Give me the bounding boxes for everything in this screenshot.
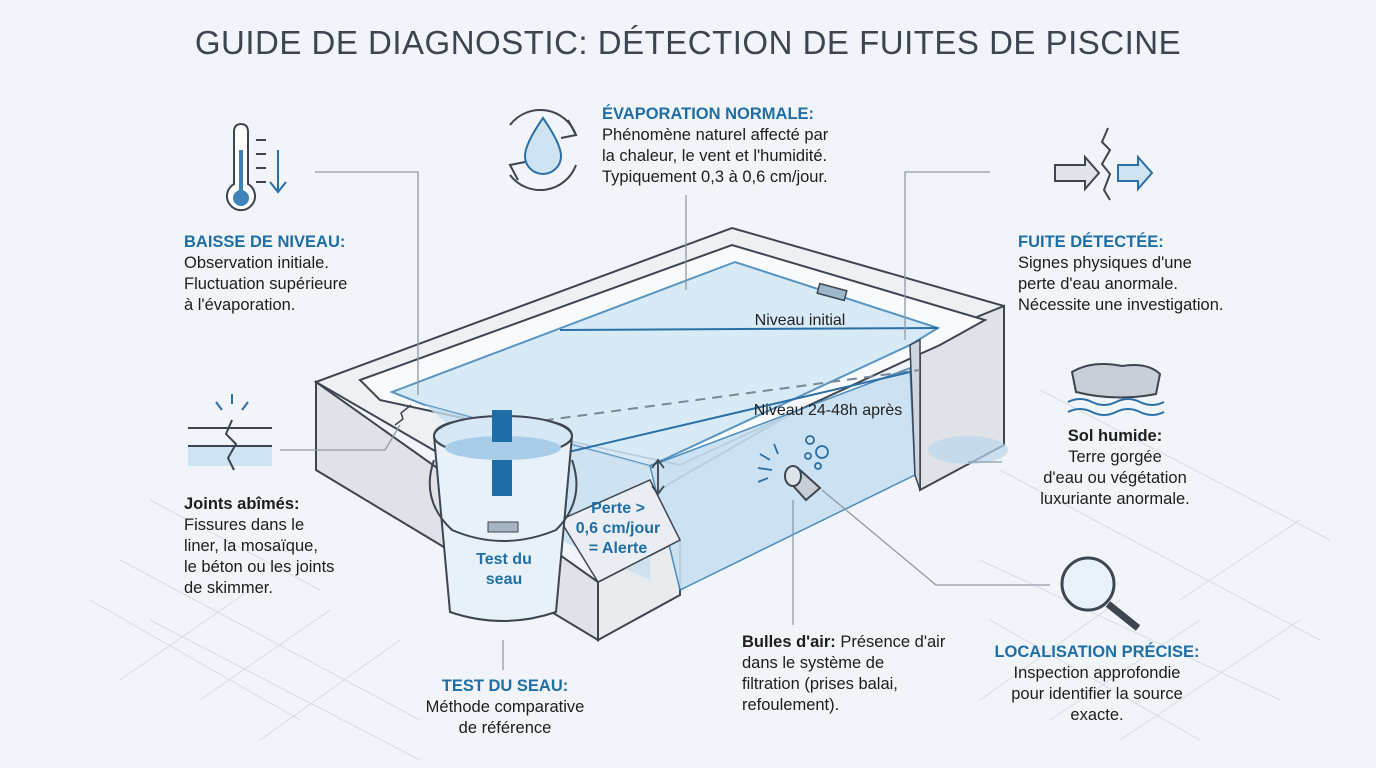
callout-joints: Joints abîmés: Fissures dans le liner, l…: [184, 494, 374, 599]
callout-sol: Sol humide: Terre gorgée d'eau ou végéta…: [1010, 426, 1220, 510]
wall-crack: [394, 404, 412, 426]
callout-baisse: BAISSE DE NIVEAU: Observation initiale. …: [184, 232, 404, 316]
callout-heading: Joints abîmés:: [184, 495, 300, 513]
pool-structure: [313, 226, 1008, 642]
crack-icon: [188, 394, 272, 471]
page-title: GUIDE DE DIAGNOSTIC: DÉTECTION DE FUITES…: [194, 24, 1182, 61]
callout-evaporation: ÉVAPORATION NORMALE: Phénomène naturel a…: [602, 104, 892, 188]
evaporation-cycle-icon: [508, 108, 578, 192]
after-level-label: Niveau 24-48h après: [754, 402, 903, 419]
loss-alert-label-2: 0,6 cm/jour: [576, 520, 660, 537]
callout-heading: TEST DU SEAU:: [441, 677, 569, 695]
callout-body: Inspection approfondie pour identifier l…: [1011, 664, 1183, 724]
loss-alert-label-3: = Alerte: [589, 540, 648, 557]
leak-arrows-icon: [1054, 127, 1154, 201]
bucket-label-1: Test du: [476, 551, 532, 568]
after-level-dashed-line: [509, 369, 921, 426]
callout-bulles: Bulles d'air: Présence d'air dans le sys…: [742, 632, 972, 716]
callout-heading: Sol humide:: [1067, 427, 1163, 445]
callout-body: Signes physiques d'une perte d'eau anorm…: [1018, 254, 1224, 314]
wet-soil-patch: [928, 436, 1008, 464]
floor-grid: [89, 389, 1331, 761]
callout-body: Observation initiale. Fluctuation supéri…: [184, 254, 348, 314]
nozzle-icon: [784, 465, 822, 502]
wet-soil-icon: [1067, 363, 1165, 416]
connector-lines: [280, 171, 1050, 670]
loss-alert-label-1: Perte >: [591, 500, 645, 517]
bubbles-icon: [757, 435, 829, 483]
callout-body: Méthode comparative de référence: [425, 698, 585, 737]
callout-heading: BAISSE DE NIVEAU:: [184, 233, 346, 251]
callout-body: dans le système de filtration (prises ba…: [742, 654, 898, 714]
skimmer: [816, 282, 848, 302]
callout-heading: Bulles d'air:: [742, 633, 836, 651]
callout-body: Fissures dans le liner, la mosaïque, le …: [184, 516, 335, 597]
callout-test: TEST DU SEAU: Méthode comparative de réf…: [385, 676, 625, 739]
initial-level-label: Niveau initial: [755, 312, 846, 329]
callout-heading: ÉVAPORATION NORMALE:: [602, 105, 815, 123]
callout-heading: LOCALISATION PRÉCISE:: [994, 643, 1200, 661]
bucket-label-2: seau: [486, 571, 522, 588]
bucket-icon: [428, 410, 578, 622]
callout-body: Terre gorgée d'eau ou végétation luxuria…: [1040, 448, 1190, 508]
callout-fuite: FUITE DÉTECTÉE: Signes physiques d'une p…: [1018, 232, 1268, 316]
initial-level-line: [559, 327, 939, 331]
thermometer-icon: [226, 122, 287, 212]
callout-body: Phénomène naturel affecté par la chaleur…: [602, 126, 829, 186]
callout-body-first: Présence d'air: [835, 633, 946, 651]
callout-localisation: LOCALISATION PRÉCISE: Inspection approfo…: [982, 642, 1212, 726]
callout-heading: FUITE DÉTECTÉE:: [1018, 233, 1164, 251]
level-loss-arrow: [651, 458, 665, 496]
magnifier-icon: [1060, 556, 1141, 631]
